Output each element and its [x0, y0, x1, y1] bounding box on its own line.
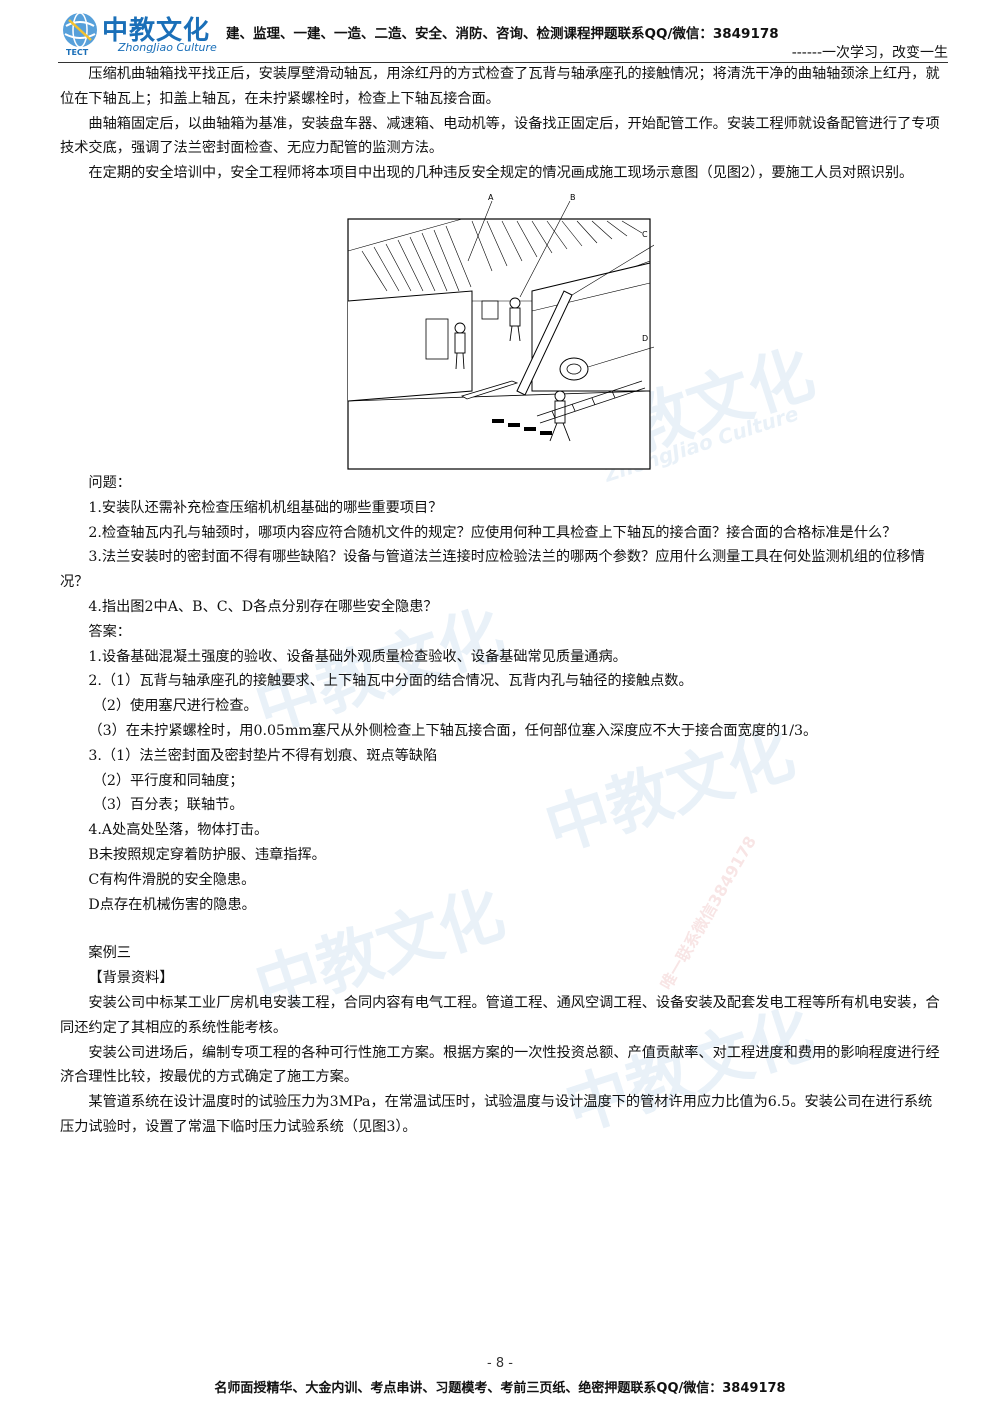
figure-label-a: A — [488, 193, 494, 202]
page-number: - 8 - — [487, 1356, 513, 1371]
logo-text: 中教文化 — [102, 16, 211, 46]
paragraph: 安装公司中标某工业厂房机电安装工程，合同内容有电气工程。管道工程、通风空调工程、… — [60, 994, 940, 1036]
background-heading: 【背景资料】 — [88, 970, 174, 987]
paragraph: 压缩机曲轴箱找平找正后，安装厚壁滑动轴瓦，用涂红丹的方式检查了瓦背与轴承座孔的接… — [60, 66, 940, 107]
answer-item: （2）平行度和同轴度； — [92, 772, 244, 789]
paragraph: 某管道系统在设计温度时的试验压力为3MPa，在常温试压时，试验温度与设计温度下的… — [60, 1094, 933, 1135]
paragraph: 安装公司进场后，编制专项工程的各种可行性施工方案。根据方案的一次性投资总额、产值… — [60, 1044, 940, 1086]
question-item: 1.安装队还需补充检查压缩机机组基础的哪些重要项目？ — [88, 499, 443, 516]
figure-label-b: B — [570, 193, 576, 202]
answers-heading: 答案： — [88, 623, 131, 640]
globe-logo-icon — [63, 12, 97, 48]
answer-item: （2）使用塞尺进行检查。 — [92, 698, 258, 715]
page-content: 压缩机曲轴箱找平找正后，安装厚壁滑动轴瓦，用涂红丹的方式检查了瓦背与轴承座孔的接… — [60, 62, 940, 1140]
paragraph: 在定期的安全培训中，安全工程师将本项目中出现的几种违反安全规定的情况画成施工现场… — [88, 165, 914, 182]
figure-label-d: D — [642, 334, 648, 343]
answer-item: C有构件滑脱的安全隐患。 — [88, 871, 256, 888]
answer-item: B未按照规定穿着防护服、违章指挥。 — [88, 846, 326, 863]
logo: 中教文化 ZhongJiao Culture TECT — [58, 8, 238, 60]
logo-subtitle: ZhongJiao Culture — [118, 41, 217, 54]
logo-tect: TECT — [66, 48, 89, 57]
answer-item: 1.设备基础混凝土强度的验收、设备基础外观质量检查验收、设备基础常见质量通病。 — [88, 648, 627, 665]
answer-item: （3）在未拧紧螺栓时，用0.05mm塞尺从外侧检查上下轴瓦接合面，任何部位塞入深… — [88, 722, 818, 739]
header-slogan: ------一次学习，改变一生 — [791, 45, 948, 61]
paragraph: 曲轴箱固定后，以曲轴箱为基准，安装盘车器、减速箱、电动机等，设备找正固定后，开始… — [60, 115, 940, 157]
answer-item: 3.（1）法兰密封面及密封垫片不得有划痕、斑点等缺陷 — [88, 747, 438, 764]
header-divider — [58, 62, 948, 63]
answer-item: D点存在机械伤害的隐患。 — [88, 896, 256, 913]
answer-item: （3）百分表；联轴节。 — [92, 797, 244, 814]
answer-item: 2.（1）瓦背与轴承座孔的接触要求、上下轴瓦中分面的结合情况、瓦背内孔与轴径的接… — [88, 673, 693, 690]
figure-label-c: C — [642, 230, 648, 239]
answer-item: 4.A处高处坠落，物体打击。 — [88, 822, 269, 839]
page-footer: 名师面授精华、大金内训、考点串讲、习题模考、考前三页纸、绝密押题联系QQ/微信：… — [214, 1381, 786, 1396]
question-item: 2.检查轴瓦内孔与轴颈时，哪项内容应符合随机文件的规定？应使用何种工具检查上下轴… — [88, 524, 897, 541]
construction-site-diagram: A B C D — [347, 193, 654, 470]
question-item: 4.指出图2中A、B、C、D各点分别存在哪些安全隐患？ — [88, 598, 438, 615]
page-header: 中教文化 ZhongJiao Culture TECT 建、监理、一建、一造、二… — [58, 8, 948, 63]
case-title: 案例三 — [88, 945, 131, 962]
figure-2: A B C D — [60, 191, 940, 471]
questions-heading: 问题： — [88, 474, 131, 491]
header-contact: 建、监理、一建、一造、二造、安全、消防、咨询、检测课程押题联系QQ/微信：384… — [226, 26, 779, 42]
question-item: 3.法兰安装时的密封面不得有哪些缺陷？设备与管道法兰连接时应检验法兰的哪两个参数… — [60, 549, 925, 591]
